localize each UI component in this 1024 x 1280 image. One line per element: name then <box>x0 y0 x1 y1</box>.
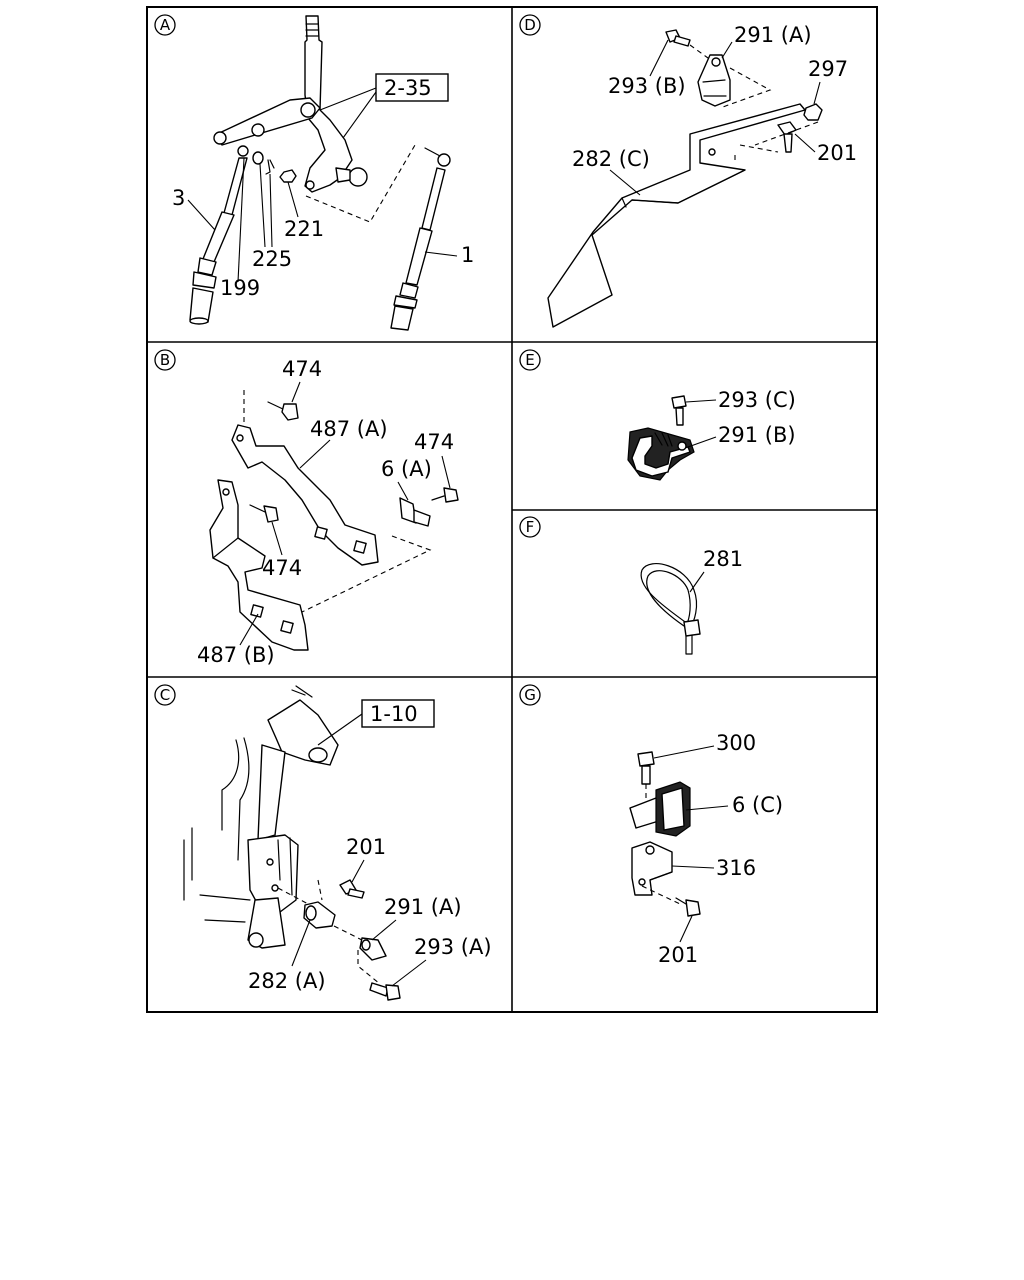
label-316: 316 <box>716 856 756 880</box>
label-293a: 293 (A) <box>414 935 492 959</box>
washer-225-icon <box>252 151 264 165</box>
label-291a: 291 (A) <box>734 23 812 47</box>
panel-b: B 474 <box>154 349 459 667</box>
clamp-guide-line <box>689 44 772 109</box>
label-293c: 293 (C) <box>718 388 796 412</box>
clip-282a-icon <box>303 901 336 929</box>
bolt-201-icon <box>777 121 797 153</box>
label-3: 3 <box>172 186 185 210</box>
nut-297-icon <box>803 103 823 121</box>
bracket-487b-illustration <box>209 479 309 651</box>
label-1: 1 <box>461 243 474 267</box>
clip-6a-icon <box>399 497 431 527</box>
ref-label-2-35: 2-35 <box>384 76 432 100</box>
panel-c-marker <box>154 684 176 706</box>
panel-d-marker <box>519 14 541 36</box>
ref-label-1-10: 1-10 <box>370 702 418 726</box>
label-6a: 6 (A) <box>381 457 432 481</box>
clamp-291a-illustration <box>697 54 731 107</box>
panel-f-marker <box>519 516 541 538</box>
clamp-291a-c-icon <box>359 937 387 961</box>
label-291a-c: 291 (A) <box>384 895 462 919</box>
shift-lever-illustration <box>213 15 368 193</box>
pin-icon <box>265 159 275 175</box>
cable-route-line <box>305 144 416 223</box>
panel-a-id: A <box>160 16 171 34</box>
frame-structure-illustration <box>183 685 339 949</box>
nut-221-icon <box>279 169 297 183</box>
panel-e: E 293 (C) 291 (B) <box>519 349 796 481</box>
bracket-316-illustration <box>631 841 673 896</box>
label-201-g: 201 <box>658 943 698 967</box>
clamp-291b-illustration <box>627 427 695 481</box>
bolt-300-icon <box>637 751 655 785</box>
label-474-top: 474 <box>282 357 322 381</box>
panel-b-id: B <box>160 351 170 369</box>
cable-1-illustration <box>390 147 451 331</box>
bolt-474-right-icon <box>431 487 459 503</box>
cable-tie-281-illustration <box>640 563 701 655</box>
panel-c-id: C <box>160 686 170 704</box>
panel-e-id: E <box>525 351 534 369</box>
label-297: 297 <box>808 57 848 81</box>
label-474-middle: 474 <box>262 556 302 580</box>
g-guide-2 <box>641 885 681 905</box>
bolt-293c-icon <box>671 395 687 426</box>
panel-e-marker <box>519 349 541 371</box>
panel-g: G 300 6 (C) 316 201 <box>519 684 783 967</box>
label-282c: 282 (C) <box>572 147 650 171</box>
label-474-right: 474 <box>414 430 454 454</box>
label-282a: 282 (A) <box>248 969 326 993</box>
panel-a: A <box>154 14 474 331</box>
label-300: 300 <box>716 731 756 755</box>
bolt-474-middle-icon <box>249 504 279 523</box>
label-225: 225 <box>252 247 292 271</box>
panel-g-id: G <box>524 686 536 704</box>
bracket-282c-illustration <box>547 103 806 328</box>
c-guide-1 <box>277 887 311 906</box>
panel-b-marker <box>154 349 176 371</box>
panel-f: F 281 <box>519 516 743 655</box>
label-221: 221 <box>284 217 324 241</box>
panel-g-marker <box>519 684 541 706</box>
bolt-293b-icon <box>665 29 691 47</box>
panel-d: D 291 (A) 293 (B) 297 282 (C) <box>519 14 857 328</box>
label-487b: 487 (B) <box>197 643 275 667</box>
label-291b: 291 (B) <box>718 423 796 447</box>
ref-box-2-35 <box>375 73 449 102</box>
bracket-guide-line <box>734 121 819 160</box>
bolt-201-c-icon <box>339 879 365 899</box>
label-201-d: 201 <box>817 141 857 165</box>
panel-f-id: F <box>526 518 535 536</box>
bracket-487a-illustration <box>231 424 379 566</box>
panel-c: C <box>154 684 492 1001</box>
bolt-201-g-icon <box>675 897 701 917</box>
label-199: 199 <box>220 276 260 300</box>
bolt-293a-icon <box>369 982 401 1001</box>
grommet-6c-illustration <box>629 781 691 837</box>
panel-a-marker <box>154 14 176 36</box>
ref-box-1-10 <box>361 699 435 728</box>
label-293b: 293 (B) <box>608 74 686 98</box>
label-281: 281 <box>703 547 743 571</box>
panel-d-id: D <box>524 16 536 34</box>
b-guide-2 <box>301 535 432 613</box>
bolt-474-top-icon <box>267 401 299 421</box>
label-201-c: 201 <box>346 835 386 859</box>
c-guide-2 <box>317 879 363 941</box>
label-487a: 487 (A) <box>310 417 388 441</box>
label-6c: 6 (C) <box>732 793 783 817</box>
cable-3-illustration <box>189 145 249 325</box>
